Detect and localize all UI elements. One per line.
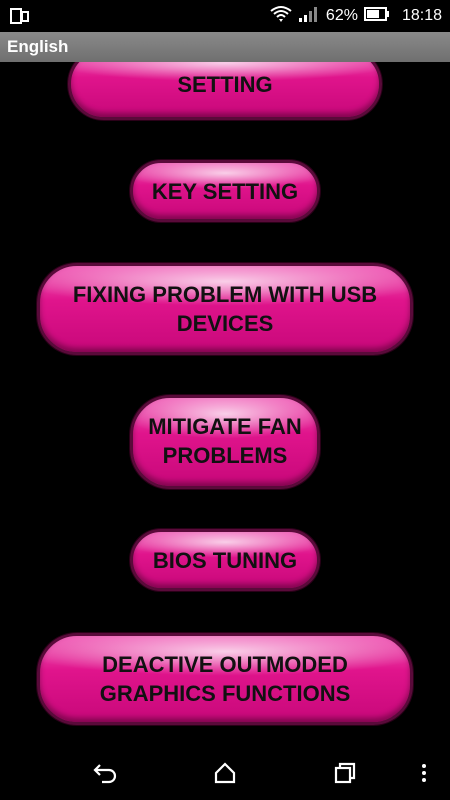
deactive-graphics-button-label: DEACTIVE OUTMODED GRAPHICS FUNCTIONS: [99, 652, 351, 706]
more-icon[interactable]: [414, 759, 434, 787]
wifi-icon: [270, 5, 292, 28]
home-icon[interactable]: [210, 759, 240, 787]
fix-usb-devices-button-label: FIXING PROBLEM WITH USB DEVICES: [72, 282, 378, 336]
setting-button[interactable]: SETTING: [68, 62, 382, 120]
recents-icon[interactable]: [330, 759, 360, 787]
mitigate-fan-button-label: MITIGATE FAN PROBLEMS: [148, 414, 302, 468]
app-title: English: [7, 37, 69, 56]
bios-tuning-button[interactable]: BIOS TUNING: [130, 529, 320, 591]
setting-button-label: SETTING: [177, 71, 273, 97]
navigation-bar: [0, 747, 450, 800]
bios-tuning-button-label: BIOS TUNING: [152, 547, 298, 573]
status-icons: 62% 18:18: [270, 0, 442, 32]
fix-usb-devices-button[interactable]: FIXING PROBLEM WITH USB DEVICES: [37, 263, 413, 355]
battery-icon: [363, 6, 390, 27]
key-setting-button[interactable]: KEY SETTING: [130, 160, 320, 222]
clock: 18:18: [401, 7, 442, 24]
deactive-graphics-button[interactable]: DEACTIVE OUTMODED GRAPHICS FUNCTIONS: [37, 633, 413, 725]
back-icon[interactable]: [90, 759, 120, 787]
status-bar: 62% 18:18: [0, 0, 450, 32]
dual-screen-icon: [10, 7, 30, 25]
app-bar: English: [0, 32, 450, 62]
menu-list[interactable]: SETTING KEY SETTING FIXING PROBLEM WITH …: [0, 62, 450, 747]
battery-percent: 62%: [325, 7, 358, 24]
key-setting-button-label: KEY SETTING: [151, 178, 299, 204]
signal-icon: [298, 5, 320, 28]
mitigate-fan-button[interactable]: MITIGATE FAN PROBLEMS: [130, 395, 320, 489]
